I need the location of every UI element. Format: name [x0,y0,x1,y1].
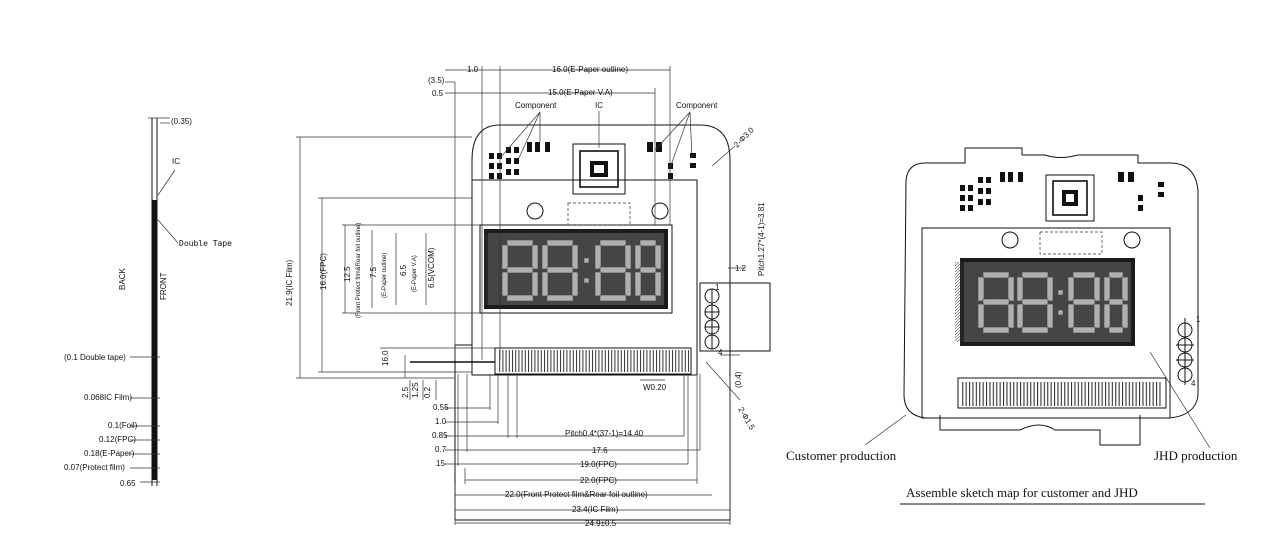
dim-0-55: 0.55 [433,403,449,412]
dim-15: 15 [436,459,445,468]
asm-pin-1: 1 [1196,315,1201,324]
dim-fpc-v: 16.0(FPC) [319,253,328,290]
dim-1-0-top: 1.0 [467,65,479,74]
dim-vcom: 6.5(VCOM) [427,247,436,288]
dim-0-2: 0.2 [423,386,432,398]
layer-1: 0.068IC Film) [84,393,132,402]
component-right-label: Component [676,101,718,110]
w-dim-label: W0.20 [643,383,667,392]
dim-epaper-outline-v: (E-Paper outline) [382,253,388,298]
layer-2: 0.1(Foil) [108,421,138,430]
ic-label: IC [595,101,603,110]
front-view: 1 4 1.0 (3.5) 0.5 16.0(E-Paper outline) … [285,65,771,528]
pitch-horizontal-label: Pitch0.4*(37-1)=14.40 [565,429,644,438]
seg-display-left [501,239,662,302]
left-dimensions: 21.9(IC Film) 16.0(FPC) 12.5 (Front Prot… [285,136,495,379]
side-view: (0.35) IC Double Tape BACK FRONT (0.1 Do… [64,117,232,488]
dim-epaper-va-v: (E-Paper V.A) [412,255,418,292]
layer-0: (0.1 Double tape) [64,353,126,362]
dim-7-5: 7.5 [369,266,378,278]
assembly-components [960,172,1164,211]
layer-4: 0.18(E-Paper) [84,449,135,458]
pin-label-1: 1 [715,283,720,292]
dim-epaper-va: 15.0(E-Paper V.A) [548,88,613,97]
dim-0-4: (0.4) [734,371,743,388]
jhd-production-label: JHD production [1154,448,1238,463]
layer-callouts: (0.1 Double tape) 0.068IC Film) 0.1(Foil… [64,353,160,488]
dim-3-5: (3.5) [428,76,445,85]
dim-16-0: 16.0 [381,350,390,366]
dim-0-7: 0.7 [435,445,447,454]
dim-1-2: 1.2 [735,264,747,273]
dim-035: (0.35) [171,117,192,126]
side-ic-label: IC [172,157,180,166]
back-label: BACK [118,268,127,290]
dim-17-6: 17.6 [592,446,608,455]
hole-top-label: 2-Φ3.0 [732,125,756,149]
dim-front-protect-v: (Front Protect film&Rear foil outline) [356,223,362,318]
dim-12-5: 12.5 [343,266,352,282]
dim-icfilm-v: 21.9(IC Film) [285,259,294,306]
dim-0-85: 0.85 [432,431,448,440]
pitch-vertical-label: Pitch1.27*(4-1)=3.81 [757,202,766,276]
layer-3: 0.12(FPC) [99,435,136,444]
bottom-dimensions: 0.55 1.0 0.85 0.7 15 Pitch0.4*(37-1)=14.… [432,374,731,528]
front-label: FRONT [159,272,168,300]
dim-fpc-19: 19.0(FPC) [580,460,617,469]
assembly-view: 1 4 Customer production JHD production A… [786,147,1238,505]
dim-foil-outline: 22.0(Front Protect film&Rear foil outlin… [505,490,648,499]
component-left-label: Component [515,101,557,110]
asm-pin-4: 4 [1191,379,1196,388]
dim-fpc-22: 22.0(FPC) [580,476,617,485]
double-tape-label: Double Tape [179,239,232,248]
dim-0-5: 0.5 [432,89,444,98]
components-left [489,142,550,179]
layer-6: 0.65 [120,479,136,488]
dim-ic-film-h: 23.4(IC Film) [572,505,619,514]
dim-1-0: 1.0 [435,417,447,426]
top-dimensions: 1.0 (3.5) 0.5 16.0(E-Paper outline) 15.0… [428,65,671,360]
components-right [647,142,696,179]
dim-1-25: 1.25 [411,382,420,398]
layer-5: 0.07(Protect film) [64,463,125,472]
dim-6-5: 6.5 [399,264,408,276]
customer-production-label: Customer production [786,448,897,463]
pin-label-4: 4 [718,348,723,357]
seg-display-right [977,271,1129,334]
hole-bottom-label: 2-Φ1.5 [736,406,756,432]
dim-epaper-outline: 16.0(E-Paper outline) [552,65,628,74]
dim-2-5: 2.5 [401,386,410,398]
dim-total: 24.9±0.5 [585,519,617,528]
assembly-caption: Assemble sketch map for customer and JHD [906,485,1138,500]
